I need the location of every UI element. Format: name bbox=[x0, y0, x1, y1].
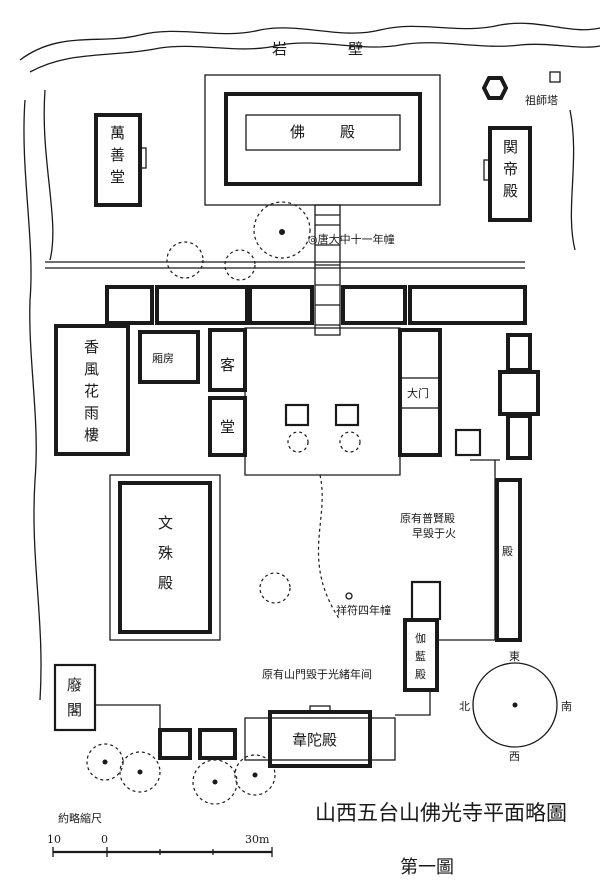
cliff-lines bbox=[19, 22, 601, 701]
trees bbox=[166, 201, 311, 281]
dazhong-pillar-label: ◎唐大中十一年幢 bbox=[308, 232, 395, 246]
svg-text:10: 10 bbox=[47, 833, 61, 846]
main-hall-label: 佛 bbox=[290, 123, 305, 141]
svg-text:西: 西 bbox=[509, 750, 520, 763]
plan-title: 山西五台山佛光寺平面略圖 bbox=[315, 801, 567, 825]
xiangfu-pillar-label: 祥符四年幢 bbox=[336, 603, 391, 617]
svg-text:廢: 廢 bbox=[67, 676, 82, 694]
pagoda-marker bbox=[549, 71, 561, 83]
puxian-note: 原有普賢殿 bbox=[400, 511, 455, 525]
svg-text:30m: 30m bbox=[245, 833, 270, 846]
svg-text:大门: 大门 bbox=[407, 386, 429, 400]
svg-text:閣: 閣 bbox=[67, 701, 82, 719]
svg-text:殊: 殊 bbox=[158, 544, 173, 562]
xiangfeng-tower: 香 風 花 雨 樓 bbox=[54, 324, 130, 456]
main-hall-label: 殿 bbox=[340, 123, 355, 141]
svg-text:南: 南 bbox=[561, 700, 572, 713]
svg-text:東: 東 bbox=[509, 650, 520, 663]
svg-text:雨: 雨 bbox=[84, 404, 99, 422]
svg-text:殿: 殿 bbox=[415, 668, 426, 681]
svg-text:帝: 帝 bbox=[503, 160, 518, 178]
svg-text:堂: 堂 bbox=[220, 418, 235, 436]
svg-text:香: 香 bbox=[84, 338, 99, 356]
svg-text:厢房: 厢房 bbox=[152, 352, 174, 365]
svg-text:藍: 藍 bbox=[415, 650, 426, 663]
svg-text:萬: 萬 bbox=[110, 124, 125, 142]
trees-bottom bbox=[86, 743, 276, 805]
weituo-hall: 韋陀殿 bbox=[158, 705, 396, 768]
svg-text:樓: 樓 bbox=[84, 426, 99, 444]
qielan-hall: 伽 藍 殿 bbox=[395, 580, 495, 716]
main-hall: 佛 殿 bbox=[204, 74, 441, 206]
tree bbox=[259, 572, 291, 604]
svg-text:殿: 殿 bbox=[158, 574, 173, 592]
svg-text:伽: 伽 bbox=[415, 631, 426, 645]
guest-hall: 客 堂 bbox=[208, 328, 247, 457]
wanshan-hall: 萬 善 堂 bbox=[94, 113, 147, 207]
compound-wall bbox=[45, 261, 525, 269]
pillar-icon bbox=[345, 592, 353, 600]
svg-text:善: 善 bbox=[110, 146, 125, 164]
svg-text:堂: 堂 bbox=[110, 168, 125, 186]
pagoda-label: 祖師塔 bbox=[525, 93, 558, 107]
svg-text:約略縮尺: 約略縮尺 bbox=[58, 811, 102, 825]
pagoda-icon bbox=[481, 76, 509, 100]
cliff-label: 岩 bbox=[272, 40, 287, 58]
wenshu-hall: 文 殊 殿 bbox=[109, 474, 221, 641]
gate: 大门 bbox=[398, 328, 442, 457]
guandi-hall: 関 帝 殿 bbox=[483, 126, 532, 222]
svg-text:北: 北 bbox=[459, 700, 470, 713]
abandoned-pavilion: 廢 閣 bbox=[53, 663, 161, 732]
scale-bar: 約略縮尺 10 0 30m bbox=[47, 811, 273, 857]
cliff-label: 壁 bbox=[348, 40, 363, 58]
right-hall: 殿 bbox=[495, 478, 522, 642]
side-room: 厢房 bbox=[138, 330, 200, 384]
svg-text:韋陀殿: 韋陀殿 bbox=[292, 731, 337, 749]
svg-text:客: 客 bbox=[220, 356, 235, 374]
row-buildings bbox=[105, 285, 527, 325]
figure-number: 第一圖 bbox=[400, 857, 454, 878]
svg-text:関: 関 bbox=[503, 138, 518, 156]
shanmen-note: 原有山門毀于光緒年间 bbox=[262, 667, 372, 681]
svg-text:殿: 殿 bbox=[503, 182, 518, 200]
svg-text:0: 0 bbox=[101, 833, 108, 846]
svg-text:文: 文 bbox=[158, 514, 173, 532]
svg-text:風: 風 bbox=[84, 360, 99, 378]
svg-text:花: 花 bbox=[84, 382, 99, 400]
compass: 東 南 西 北 bbox=[459, 650, 572, 763]
courtyard bbox=[244, 327, 401, 621]
puxian-note: 早毀于火 bbox=[412, 526, 456, 540]
svg-text:殿: 殿 bbox=[502, 545, 513, 558]
steps bbox=[314, 204, 341, 336]
